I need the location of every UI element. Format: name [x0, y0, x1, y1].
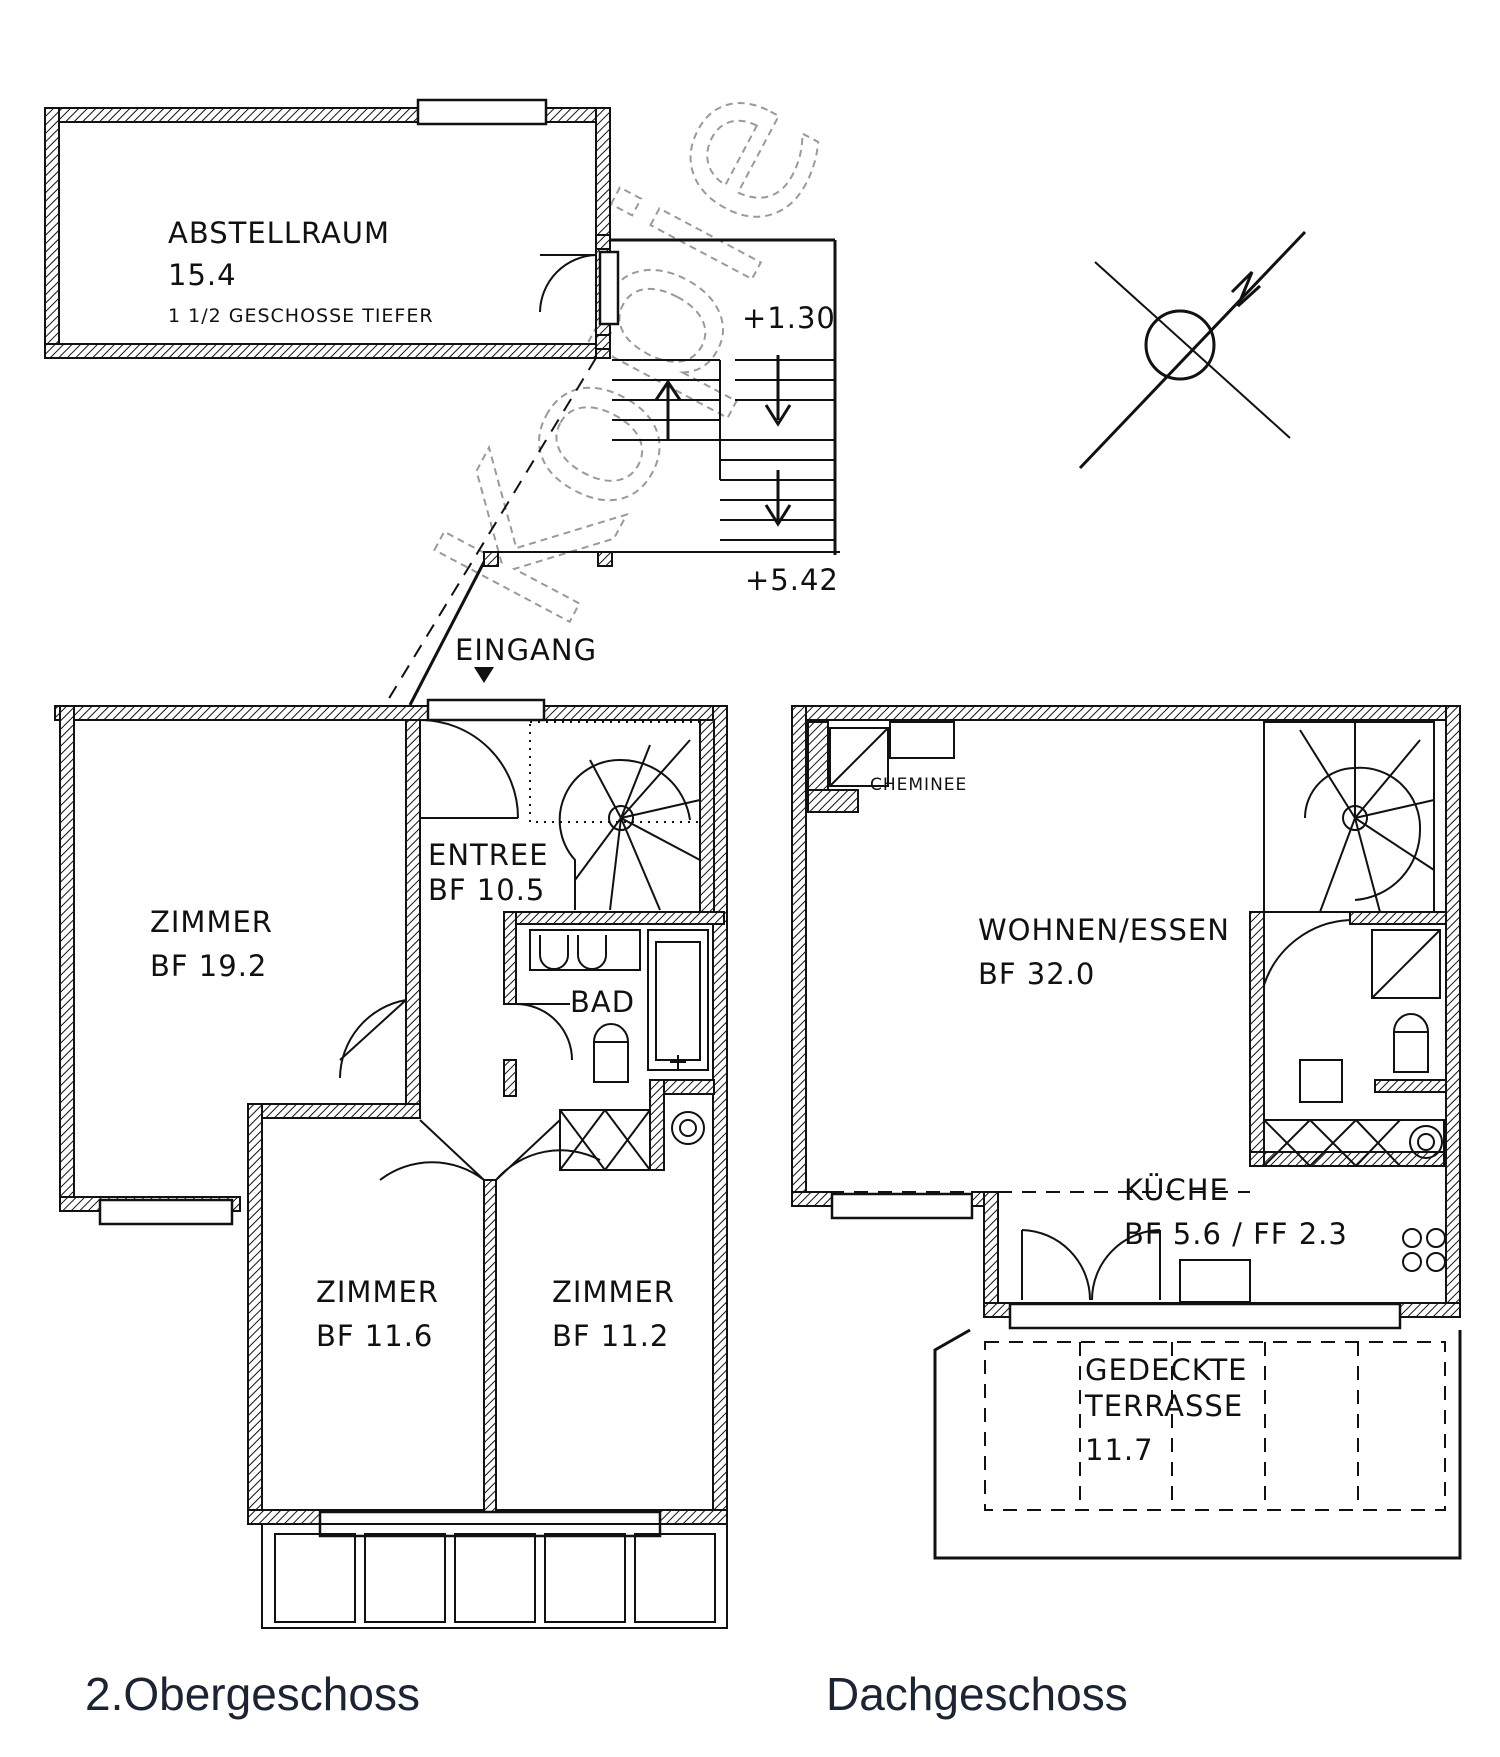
room-left-name: ZIMMER	[150, 905, 273, 939]
terrace-name-2: TERRASSE	[1084, 1389, 1243, 1423]
storage-name: ABSTELLRAUM	[168, 216, 390, 250]
entrance-label: EINGANG	[455, 633, 597, 667]
upper-floor-caption: 2.Obergeschoss	[85, 1668, 420, 1720]
exterior-stairs: +1.30 +5.42	[387, 234, 840, 706]
living-name: WOHNEN/ESSEN	[978, 913, 1230, 947]
terrace-name-1: GEDECKTE	[1085, 1353, 1248, 1387]
level-bottom: +5.42	[745, 563, 839, 597]
bath-name: BAD	[570, 985, 635, 1019]
attic-fixtures	[806, 721, 1462, 1560]
room-mid-name: ZIMMER	[316, 1275, 439, 1309]
north-arrow-icon	[1078, 230, 1307, 470]
attic-walls	[791, 705, 1461, 1330]
storage-area: 15.4	[168, 258, 237, 292]
upper-floor-walls	[54, 698, 728, 1629]
room-mid-area: BF 11.6	[316, 1319, 433, 1353]
attic-caption: Dachgeschoss	[826, 1668, 1128, 1720]
room-left-area: BF 19.2	[150, 949, 267, 983]
room-right-name: ZIMMER	[552, 1275, 675, 1309]
living-area: BF 32.0	[978, 957, 1095, 991]
level-top: +1.30	[742, 301, 836, 335]
entree-name: ENTREE	[428, 838, 549, 872]
upper-floor-fixtures	[339, 719, 709, 1181]
kitchen-name: KÜCHE	[1124, 1173, 1229, 1207]
fireplace-label: CHEMINEE	[870, 775, 967, 795]
storage-note: 1 1/2 GESCHOSSE TIEFER	[168, 305, 434, 327]
entree-area: BF 10.5	[428, 873, 545, 907]
room-right-area: BF 11.2	[552, 1319, 669, 1353]
terrace-area: 11.7	[1085, 1433, 1154, 1467]
kitchen-area: BF 5.6 / FF 2.3	[1124, 1217, 1348, 1251]
entrance-arrow-icon	[474, 667, 494, 683]
